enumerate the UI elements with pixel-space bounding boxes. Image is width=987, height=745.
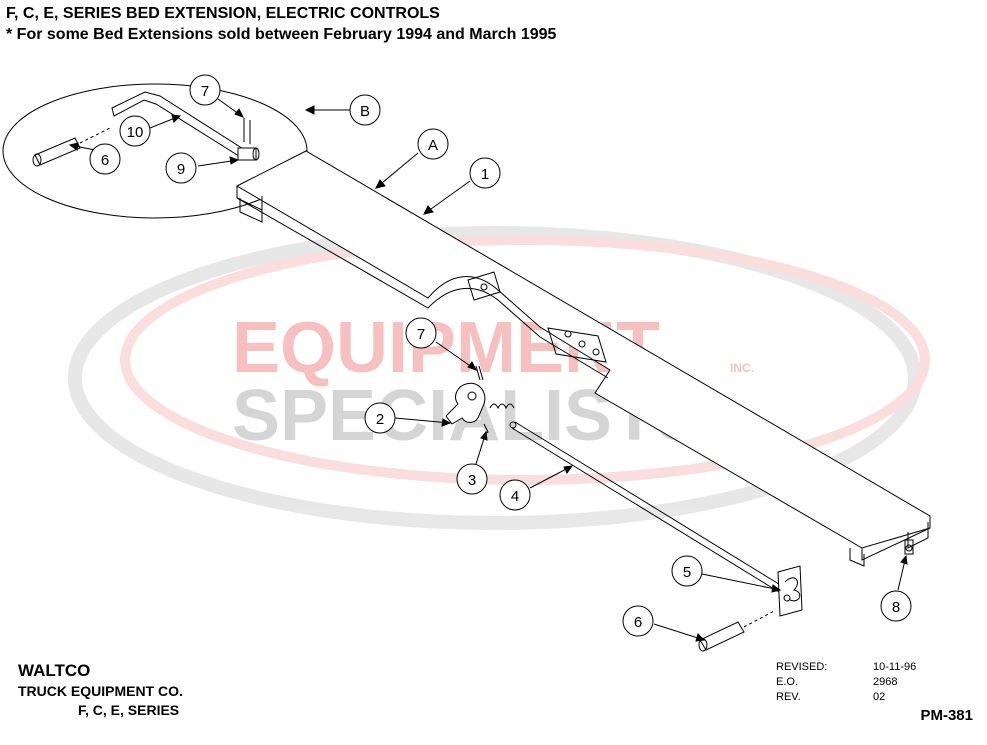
leader-1 [423, 180, 471, 215]
callout-4: 4 [499, 479, 531, 511]
callout-b: B [349, 94, 381, 126]
rod [509, 421, 783, 593]
watermark-inc: INC. [730, 361, 754, 375]
leader-3-arrow [480, 430, 488, 441]
callout-10-label: 10 [127, 124, 144, 141]
callout-7-detail-label: 7 [201, 83, 209, 100]
callout-a-label: A [428, 137, 438, 154]
leader-2-arrow [441, 418, 452, 427]
callout-7: 7 [405, 317, 437, 349]
leader-10-arrow [171, 114, 182, 123]
leader-5-arrow [771, 584, 782, 593]
leader-6-arrow [695, 633, 706, 642]
revised-label: REVISED: [776, 661, 828, 673]
leader-7-detail-arrow [234, 108, 245, 118]
leader-1-arrow [423, 205, 434, 215]
leader-a-arrow [375, 179, 386, 189]
eo-label: E.O. [776, 676, 799, 688]
leader-7-arrow [467, 361, 478, 371]
part-number: PM-381 [920, 707, 973, 724]
rev-value: 02 [873, 691, 886, 703]
callout-3: 3 [456, 463, 488, 495]
page-title: F, C, E, SERIES BED EXTENSION, ELECTRIC … [6, 5, 440, 22]
callout-9-label: 9 [177, 161, 185, 178]
callout-2-label: 2 [376, 411, 384, 428]
bracket [777, 565, 803, 617]
watermark-swoosh-red [120, 235, 930, 485]
leader-5 [701, 573, 781, 591]
callout-7-label: 7 [417, 326, 425, 343]
callout-4-label: 4 [511, 488, 519, 505]
callout-5: 5 [671, 555, 703, 587]
leader-2 [394, 417, 451, 424]
leader-6-detail-arrow [68, 142, 79, 151]
leader-6 [653, 623, 705, 641]
page-subtitle: * For some Bed Extensions sold between F… [6, 26, 557, 43]
callout-b-label: B [360, 103, 370, 120]
handle-bottom [698, 609, 777, 652]
detail-b-parts [32, 91, 260, 167]
callout-3-label: 3 [468, 472, 476, 489]
eo-value: 2968 [873, 676, 898, 688]
bed-extension-plate [235, 150, 931, 567]
series-line: F, C, E, SERIES [78, 702, 180, 718]
callout-1-label: 1 [481, 166, 489, 183]
callout-2: 2 [364, 402, 396, 434]
callout-9: 9 [165, 152, 197, 184]
leader-b-arrow [304, 105, 315, 115]
callout-1: 1 [469, 157, 501, 189]
callout-6-label: 6 [634, 614, 642, 631]
callout-8-label: 8 [892, 599, 900, 616]
bolt [904, 539, 914, 555]
callout-6: 6 [622, 605, 654, 637]
callout-6-detail-label: 6 [101, 152, 109, 169]
callout-10: 10 [119, 115, 151, 147]
company-name: WALTCO [18, 661, 91, 680]
company-line: TRUCK EQUIPMENT CO. [18, 683, 183, 699]
callout-6-detail: 6 [89, 143, 121, 175]
watermark-swoosh-gray [68, 226, 922, 530]
leader-4-arrow [563, 465, 574, 474]
detail-b-ellipse [2, 83, 308, 219]
leader-8-arrow [900, 554, 908, 565]
callout-7-detail: 7 [189, 74, 221, 106]
lever [445, 365, 486, 425]
callout-5-label: 5 [683, 564, 691, 581]
callout-8: 8 [880, 590, 912, 622]
leader-9-arrow [229, 156, 240, 165]
rev-label: REV. [776, 691, 801, 703]
leader-a [375, 152, 419, 189]
revised-value: 10-11-96 [873, 661, 917, 673]
callout-a: A [417, 128, 449, 160]
